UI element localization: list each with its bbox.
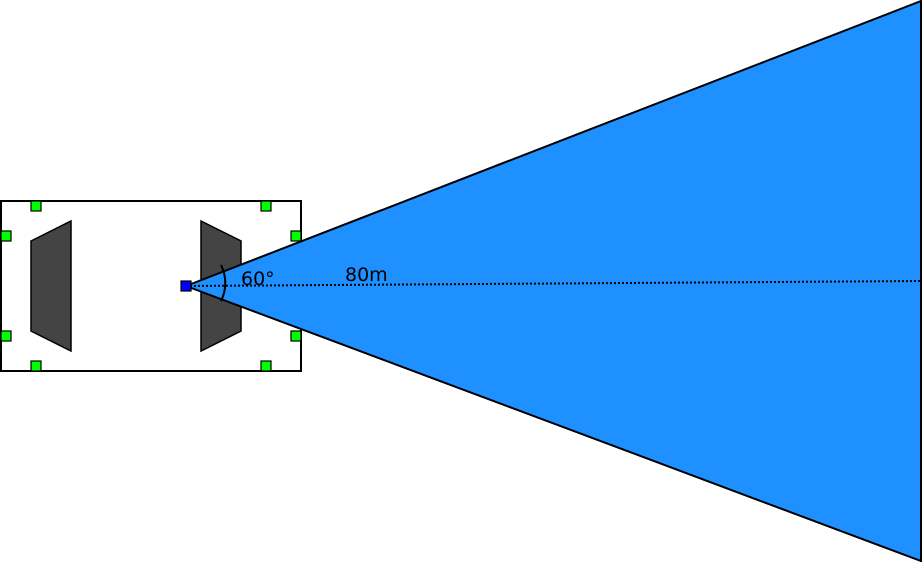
resize-handle[interactable] <box>0 330 12 342</box>
resize-handle[interactable] <box>260 200 272 212</box>
sensor-origin[interactable] <box>180 280 192 292</box>
sensor-cone <box>183 0 922 562</box>
rear-wheel <box>30 219 72 353</box>
resize-handle[interactable] <box>260 360 272 372</box>
angle-arc <box>220 264 227 302</box>
range-line <box>185 280 922 287</box>
resize-handle[interactable] <box>0 230 12 242</box>
range-label: 80m <box>345 264 388 286</box>
resize-handle[interactable] <box>290 330 302 342</box>
resize-handle[interactable] <box>30 360 42 372</box>
resize-handle[interactable] <box>290 230 302 242</box>
angle-label: 60° <box>241 268 275 290</box>
resize-handle[interactable] <box>30 200 42 212</box>
